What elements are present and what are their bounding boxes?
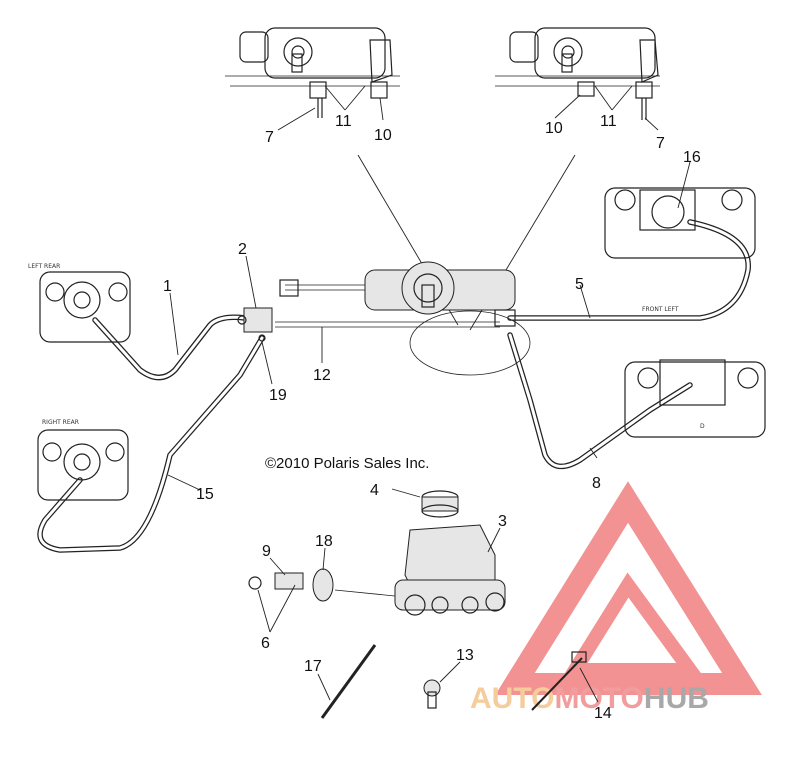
callout-19: 19 — [269, 387, 287, 404]
callout-8: 8 — [592, 475, 601, 492]
brake-lines — [37, 219, 751, 553]
top-left-mount-detail — [225, 27, 400, 118]
callout-2: 2 — [238, 241, 247, 258]
callout-13: 13 — [456, 647, 474, 664]
front-left-label: FRONT LEFT — [642, 306, 679, 313]
callout-leaders — [167, 85, 691, 703]
left-rear-caliper: LEFT REAR — [28, 263, 131, 343]
svg-text:AUTOMOTOHUB: AUTOMOTOHUB — [470, 682, 709, 715]
callout-9: 9 — [262, 543, 271, 560]
right-rear-label: RIGHT REAR — [42, 419, 79, 426]
callout-4: 4 — [370, 482, 379, 499]
clevis-part — [248, 572, 304, 590]
copyright-notice: ©2010 Polaris Sales Inc. — [265, 455, 429, 472]
callout-6: 6 — [261, 635, 270, 652]
cable-tie-part — [320, 644, 377, 719]
left-rear-label: LEFT REAR — [28, 263, 60, 270]
callout-numbers: 1 2 3 4 5 6 7 7 8 9 10 10 11 11 12 13 14… — [163, 113, 701, 722]
callout-12: 12 — [313, 367, 331, 384]
front-lower-caliper: D — [624, 359, 766, 438]
callout-15: 15 — [196, 486, 214, 503]
boot-part — [312, 568, 334, 602]
watermark-text-auto: AUTO — [470, 682, 554, 715]
callout-1: 1 — [163, 278, 172, 295]
master-cylinder-body — [334, 524, 506, 616]
callout-17: 17 — [304, 658, 322, 675]
master-cylinder-assembled — [279, 261, 531, 376]
callout-14: 14 — [594, 705, 612, 722]
callout-7-left: 7 — [265, 129, 274, 146]
callout-16: 16 — [683, 149, 701, 166]
watermark-text-hub: HUB — [644, 682, 709, 715]
callout-3: 3 — [498, 513, 507, 530]
clip-part — [423, 679, 441, 709]
svg-text:D: D — [700, 423, 705, 430]
callout-11-left: 11 — [335, 113, 352, 130]
top-right-mount-detail — [495, 27, 660, 120]
front-upper-caliper — [604, 187, 756, 259]
mount-clip-part — [531, 651, 587, 711]
watermark-triangle-inner — [562, 572, 704, 677]
callout-18: 18 — [315, 533, 333, 550]
watermark-logo: AUTOMOTOHUB — [470, 481, 762, 715]
callout-10-right: 10 — [545, 120, 563, 137]
callout-11-right: 11 — [600, 113, 617, 130]
reservoir-cap — [421, 490, 459, 518]
callout-7-right: 7 — [656, 135, 665, 152]
watermark-text-moto: MOTO — [554, 682, 643, 715]
right-rear-caliper: RIGHT REAR — [37, 419, 129, 501]
callout-10-left: 10 — [374, 127, 392, 144]
junction-block — [237, 307, 273, 342]
callout-5: 5 — [575, 276, 584, 293]
watermark-triangle-outer — [495, 481, 762, 695]
